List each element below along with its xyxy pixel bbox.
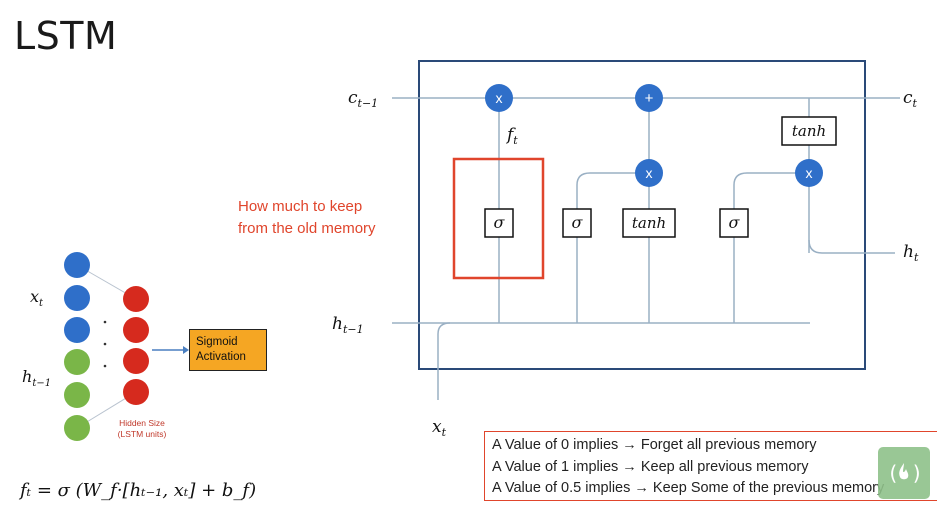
label-x-in: xt — [432, 417, 447, 439]
input-nodes — [64, 252, 90, 441]
note-line-3: A Value of 0.5 implies → Keep Some of th… — [492, 480, 885, 496]
forget-gate-annotation: How much to keep from the old memory — [238, 198, 376, 237]
input-sigma-box: σ — [562, 208, 592, 238]
svg-text:(: ( — [887, 461, 899, 485]
svg-text:+: + — [645, 90, 654, 107]
forget-sigma-box: σ — [484, 208, 514, 238]
multiply-op-forget: x — [485, 84, 513, 112]
slide-title: LSTM — [14, 14, 118, 58]
flame-icon: ( ) — [887, 461, 923, 485]
notes-box: A Value of 0 implies → Forget all previo… — [484, 431, 937, 501]
svg-text:tanh: tanh — [632, 214, 666, 232]
candidate-tanh-box: tanh — [622, 208, 676, 238]
multiply-op-output: x — [795, 159, 823, 187]
plus-op: + — [635, 84, 663, 112]
label-h-prev: ht−1 — [332, 314, 364, 336]
side-label-h: ht−1 — [22, 367, 51, 389]
output-gate-line — [733, 172, 809, 323]
lstm-cell-box — [418, 60, 866, 370]
svg-text:tanh: tanh — [792, 122, 826, 140]
cell-tanh-box: tanh — [781, 116, 837, 146]
label-c-next: ct — [903, 88, 918, 110]
hidden-output-line — [808, 239, 895, 254]
svg-text:σ: σ — [494, 213, 506, 232]
hidden-nodes — [123, 286, 149, 405]
label-c-prev: ct−1 — [348, 88, 378, 110]
freecodecamp-logo: ( ) — [878, 447, 930, 499]
svg-text:x: x — [646, 165, 653, 181]
svg-text:): ) — [911, 461, 923, 485]
sigmoid-activation-box: Sigmoid Activation — [189, 329, 267, 371]
output-sigma-box: σ — [719, 208, 749, 238]
svg-text:x: x — [806, 165, 813, 181]
svg-text:x: x — [496, 90, 503, 106]
svg-text:σ: σ — [729, 213, 741, 232]
label-f-t: ft — [505, 125, 518, 147]
arrow-to-sigmoid — [152, 346, 189, 354]
note-line-1: A Value of 0 implies → Forget all previo… — [492, 437, 817, 453]
label-h-next: ht — [903, 242, 919, 264]
input-gate-line — [576, 172, 649, 323]
formula: fₜ = σ (W_f·[hₜ₋₁, xₜ] + b_f) — [18, 480, 256, 501]
hidden-size-label: Hidden Size (LSTM units) — [117, 418, 167, 439]
svg-text:σ: σ — [572, 213, 584, 232]
side-label-x: xt — [30, 287, 44, 309]
ellipsis-dots — [103, 320, 107, 368]
note-line-2: A Value of 1 implies → Keep all previous… — [492, 458, 809, 475]
multiply-op-input: x — [635, 159, 663, 187]
forget-gate-highlight — [452, 157, 545, 280]
x-input-line — [437, 322, 451, 400]
